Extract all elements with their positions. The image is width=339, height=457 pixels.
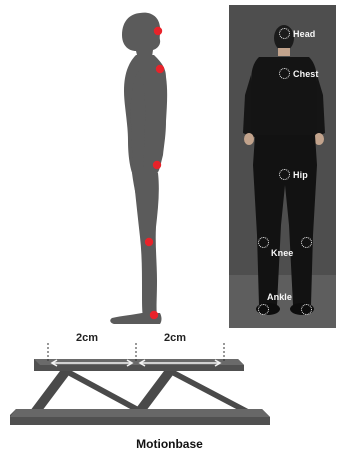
truss-diagonal xyxy=(164,371,252,411)
back-marker-ankle-left-ring xyxy=(258,304,269,315)
truss-diagonal xyxy=(134,371,176,411)
truss-diagonal xyxy=(30,371,72,411)
back-marker-ankle-label: Ankle xyxy=(267,292,292,302)
back-marker-head-label: Head xyxy=(293,29,315,39)
back-marker-ankle-right-ring xyxy=(301,304,312,315)
side-marker-chest xyxy=(156,65,164,73)
back-marker-hip-label: Hip xyxy=(293,170,308,180)
truss-diagonal xyxy=(60,371,146,411)
dimension-label-right: 2cm xyxy=(164,332,186,344)
back-marker-hip-ring xyxy=(279,169,290,180)
side-marker-ankle xyxy=(150,311,158,319)
back-view-photo: Head Chest Hip Knee Ankle xyxy=(229,5,336,328)
back-view-figure xyxy=(229,5,336,328)
back-marker-knee-right-ring xyxy=(301,237,312,248)
side-marker-knee xyxy=(145,238,153,246)
back-marker-chest-label: Chest xyxy=(293,69,319,79)
back-marker-chest-ring xyxy=(279,68,290,79)
side-marker-hip xyxy=(153,161,161,169)
back-marker-knee-left-ring xyxy=(258,237,269,248)
side-marker-head xyxy=(154,27,162,35)
back-marker-knee-label: Knee xyxy=(271,248,293,258)
motion-base-caption: Motionbase xyxy=(0,437,339,451)
side-view-silhouette xyxy=(100,5,180,330)
back-marker-head-ring xyxy=(279,28,290,39)
dimension-label-left: 2cm xyxy=(76,332,98,344)
